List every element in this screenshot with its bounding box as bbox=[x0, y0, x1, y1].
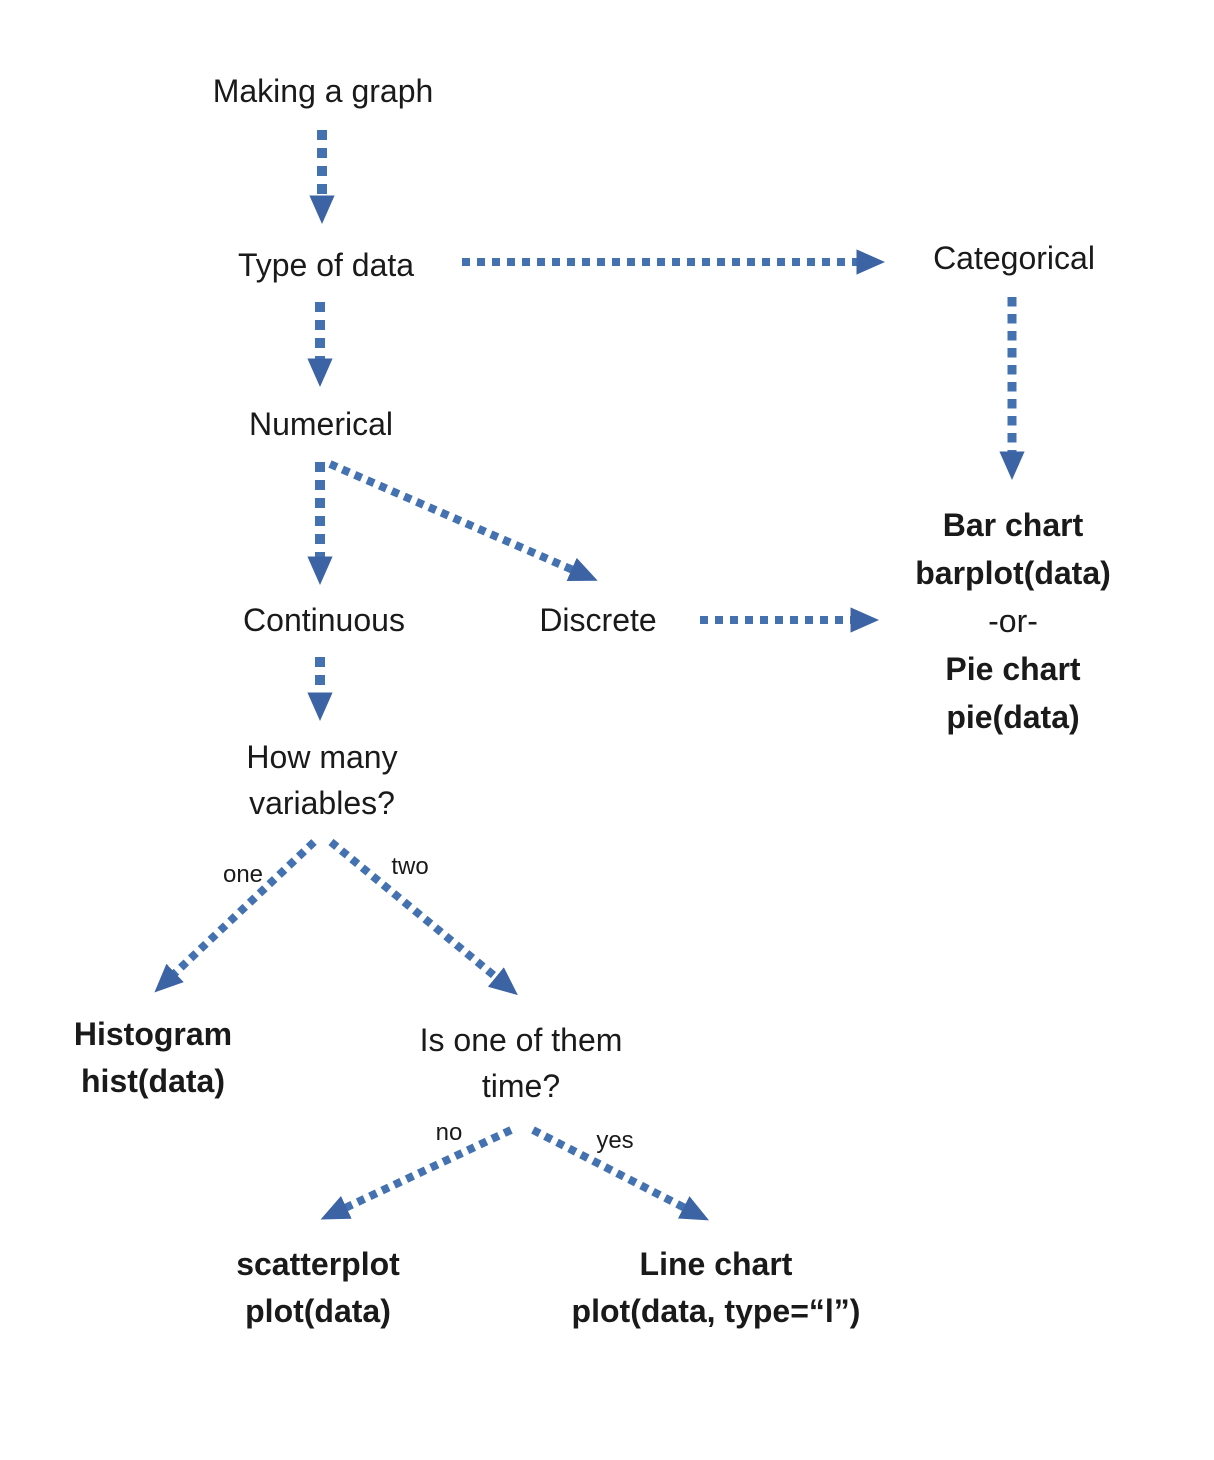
result-label: Bar chart bbox=[942, 507, 1084, 543]
result-code: barplot(data) bbox=[915, 555, 1111, 591]
node-scatterplot: scatterplot plot(data) bbox=[236, 1241, 400, 1335]
node-making-a-graph: Making a graph bbox=[213, 68, 434, 114]
edge-label-no: no bbox=[435, 1119, 463, 1146]
node-label: Numerical bbox=[248, 406, 394, 442]
edge-label-yes: yes bbox=[596, 1127, 634, 1154]
node-label: Type of data bbox=[237, 247, 415, 283]
node-numerical: Numerical bbox=[249, 401, 393, 447]
result-label: Line chart bbox=[639, 1246, 793, 1282]
result-code: plot(data) bbox=[245, 1293, 391, 1329]
result-label: Histogram bbox=[73, 1016, 233, 1052]
result-code: hist(data) bbox=[81, 1063, 225, 1099]
node-label: Categorical bbox=[933, 240, 1095, 276]
node-label: Is one of them bbox=[419, 1022, 623, 1058]
node-is-one-of-them-time: Is one of them time? bbox=[420, 1017, 623, 1109]
result-label: scatterplot bbox=[236, 1246, 400, 1282]
node-line-chart: Line chart plot(data, type=“l”) bbox=[572, 1241, 861, 1335]
node-label: Making a graph bbox=[212, 73, 434, 109]
arrow-numerical-to-discrete bbox=[328, 460, 598, 581]
node-histogram: Histogram hist(data) bbox=[74, 1011, 232, 1105]
node-label: How many bbox=[246, 739, 398, 775]
node-continuous: Continuous bbox=[243, 597, 405, 643]
result-code: pie(data) bbox=[946, 699, 1080, 735]
or-separator: -or- bbox=[988, 603, 1038, 639]
node-label: variables? bbox=[249, 785, 395, 821]
edge-label-two: two bbox=[391, 853, 429, 880]
result-code: plot(data, type=“l”) bbox=[571, 1293, 861, 1329]
node-label: time? bbox=[481, 1068, 561, 1104]
node-how-many-variables: How many variables? bbox=[246, 734, 397, 826]
node-label: Continuous bbox=[243, 602, 405, 638]
result-label: Pie chart bbox=[945, 651, 1081, 687]
arrow-no-to-scatterplot bbox=[320, 1126, 513, 1220]
node-label: Discrete bbox=[539, 602, 657, 638]
node-discrete: Discrete bbox=[539, 597, 656, 643]
node-bar-chart-or-pie-chart: Bar chart barplot(data) -or- Pie chart p… bbox=[915, 501, 1111, 741]
node-categorical: Categorical bbox=[933, 235, 1095, 281]
edge-label-one: one bbox=[222, 861, 264, 888]
node-type-of-data: Type of data bbox=[238, 242, 414, 288]
